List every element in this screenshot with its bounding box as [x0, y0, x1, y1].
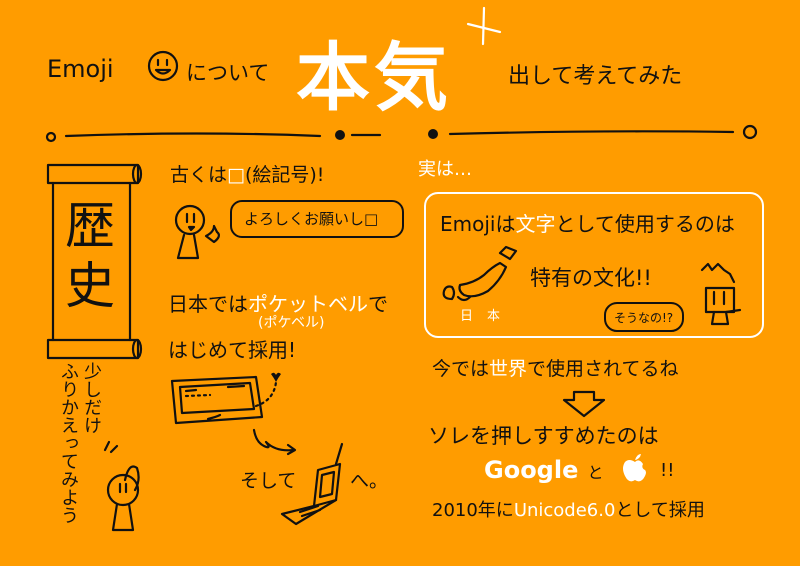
culture-world-line: 今では世界で使用されてるね: [432, 358, 679, 380]
speech-bubble: よろしくお願いし□: [230, 200, 404, 238]
adoption-line: 2010年にUnicode6.0として採用: [432, 500, 705, 521]
history-line2-note: (ポケベル): [258, 315, 325, 331]
sparkle-icon: [466, 6, 502, 46]
surprised-bubble-text: そうなの!?: [614, 311, 674, 325]
history-line1: 古くは□(絵記号)!: [170, 164, 325, 186]
stick-figure-thinking: [103, 440, 140, 532]
apple-logo-icon: [623, 454, 646, 482]
culture-box-line2: 特有の文化!!: [530, 266, 652, 290]
speech-bubble-text: よろしくお願いし□: [244, 210, 379, 228]
header-divider: [45, 124, 758, 143]
curly-arrow: [252, 428, 297, 456]
smiley-face-icon: [147, 50, 179, 82]
side-note-col1: 少しだけ: [81, 362, 102, 434]
history-line3: はじめて採用!: [168, 338, 297, 362]
header-prefix-suffix: について: [186, 61, 270, 85]
heart-dotted-arrow: [254, 372, 281, 408]
culture-box: [424, 192, 764, 338]
then-label: そして: [240, 470, 297, 492]
map-label: 日本: [460, 309, 515, 324]
side-note-col2: ふりかえってみよう: [58, 362, 79, 524]
google-label: Google: [484, 456, 579, 484]
flip-phone-icon: [280, 442, 344, 526]
down-arrow-icon: [562, 390, 606, 418]
page-title-big: 本気: [296, 35, 452, 121]
exclaim-label: !!: [660, 460, 675, 481]
culture-intro: 実は…: [418, 159, 472, 180]
history-scroll-label: 歴史: [65, 197, 115, 315]
promoted-by-line: ソレを押しすすめたのは: [428, 424, 659, 448]
history-line2: 日本ではポケットベルで: [168, 292, 388, 316]
header-prefix: Emoji: [47, 55, 114, 83]
surprised-face-icon: [700, 262, 742, 326]
surprised-bubble: そうなの!?: [604, 302, 684, 332]
japan-map-icon: [442, 245, 518, 302]
header-title-tail: 出して考えてみた: [508, 64, 683, 89]
and-label: と: [587, 463, 604, 482]
culture-box-line1: Emojiは文字として使用するのは: [440, 212, 735, 236]
to-label: へ。: [350, 470, 389, 492]
emoji-word: Emoji: [47, 55, 114, 83]
history-scroll: [46, 163, 143, 360]
stick-figure-thumbsup: [174, 204, 221, 260]
companies-line: Google と: [484, 456, 603, 484]
pager-icon: [170, 375, 264, 425]
